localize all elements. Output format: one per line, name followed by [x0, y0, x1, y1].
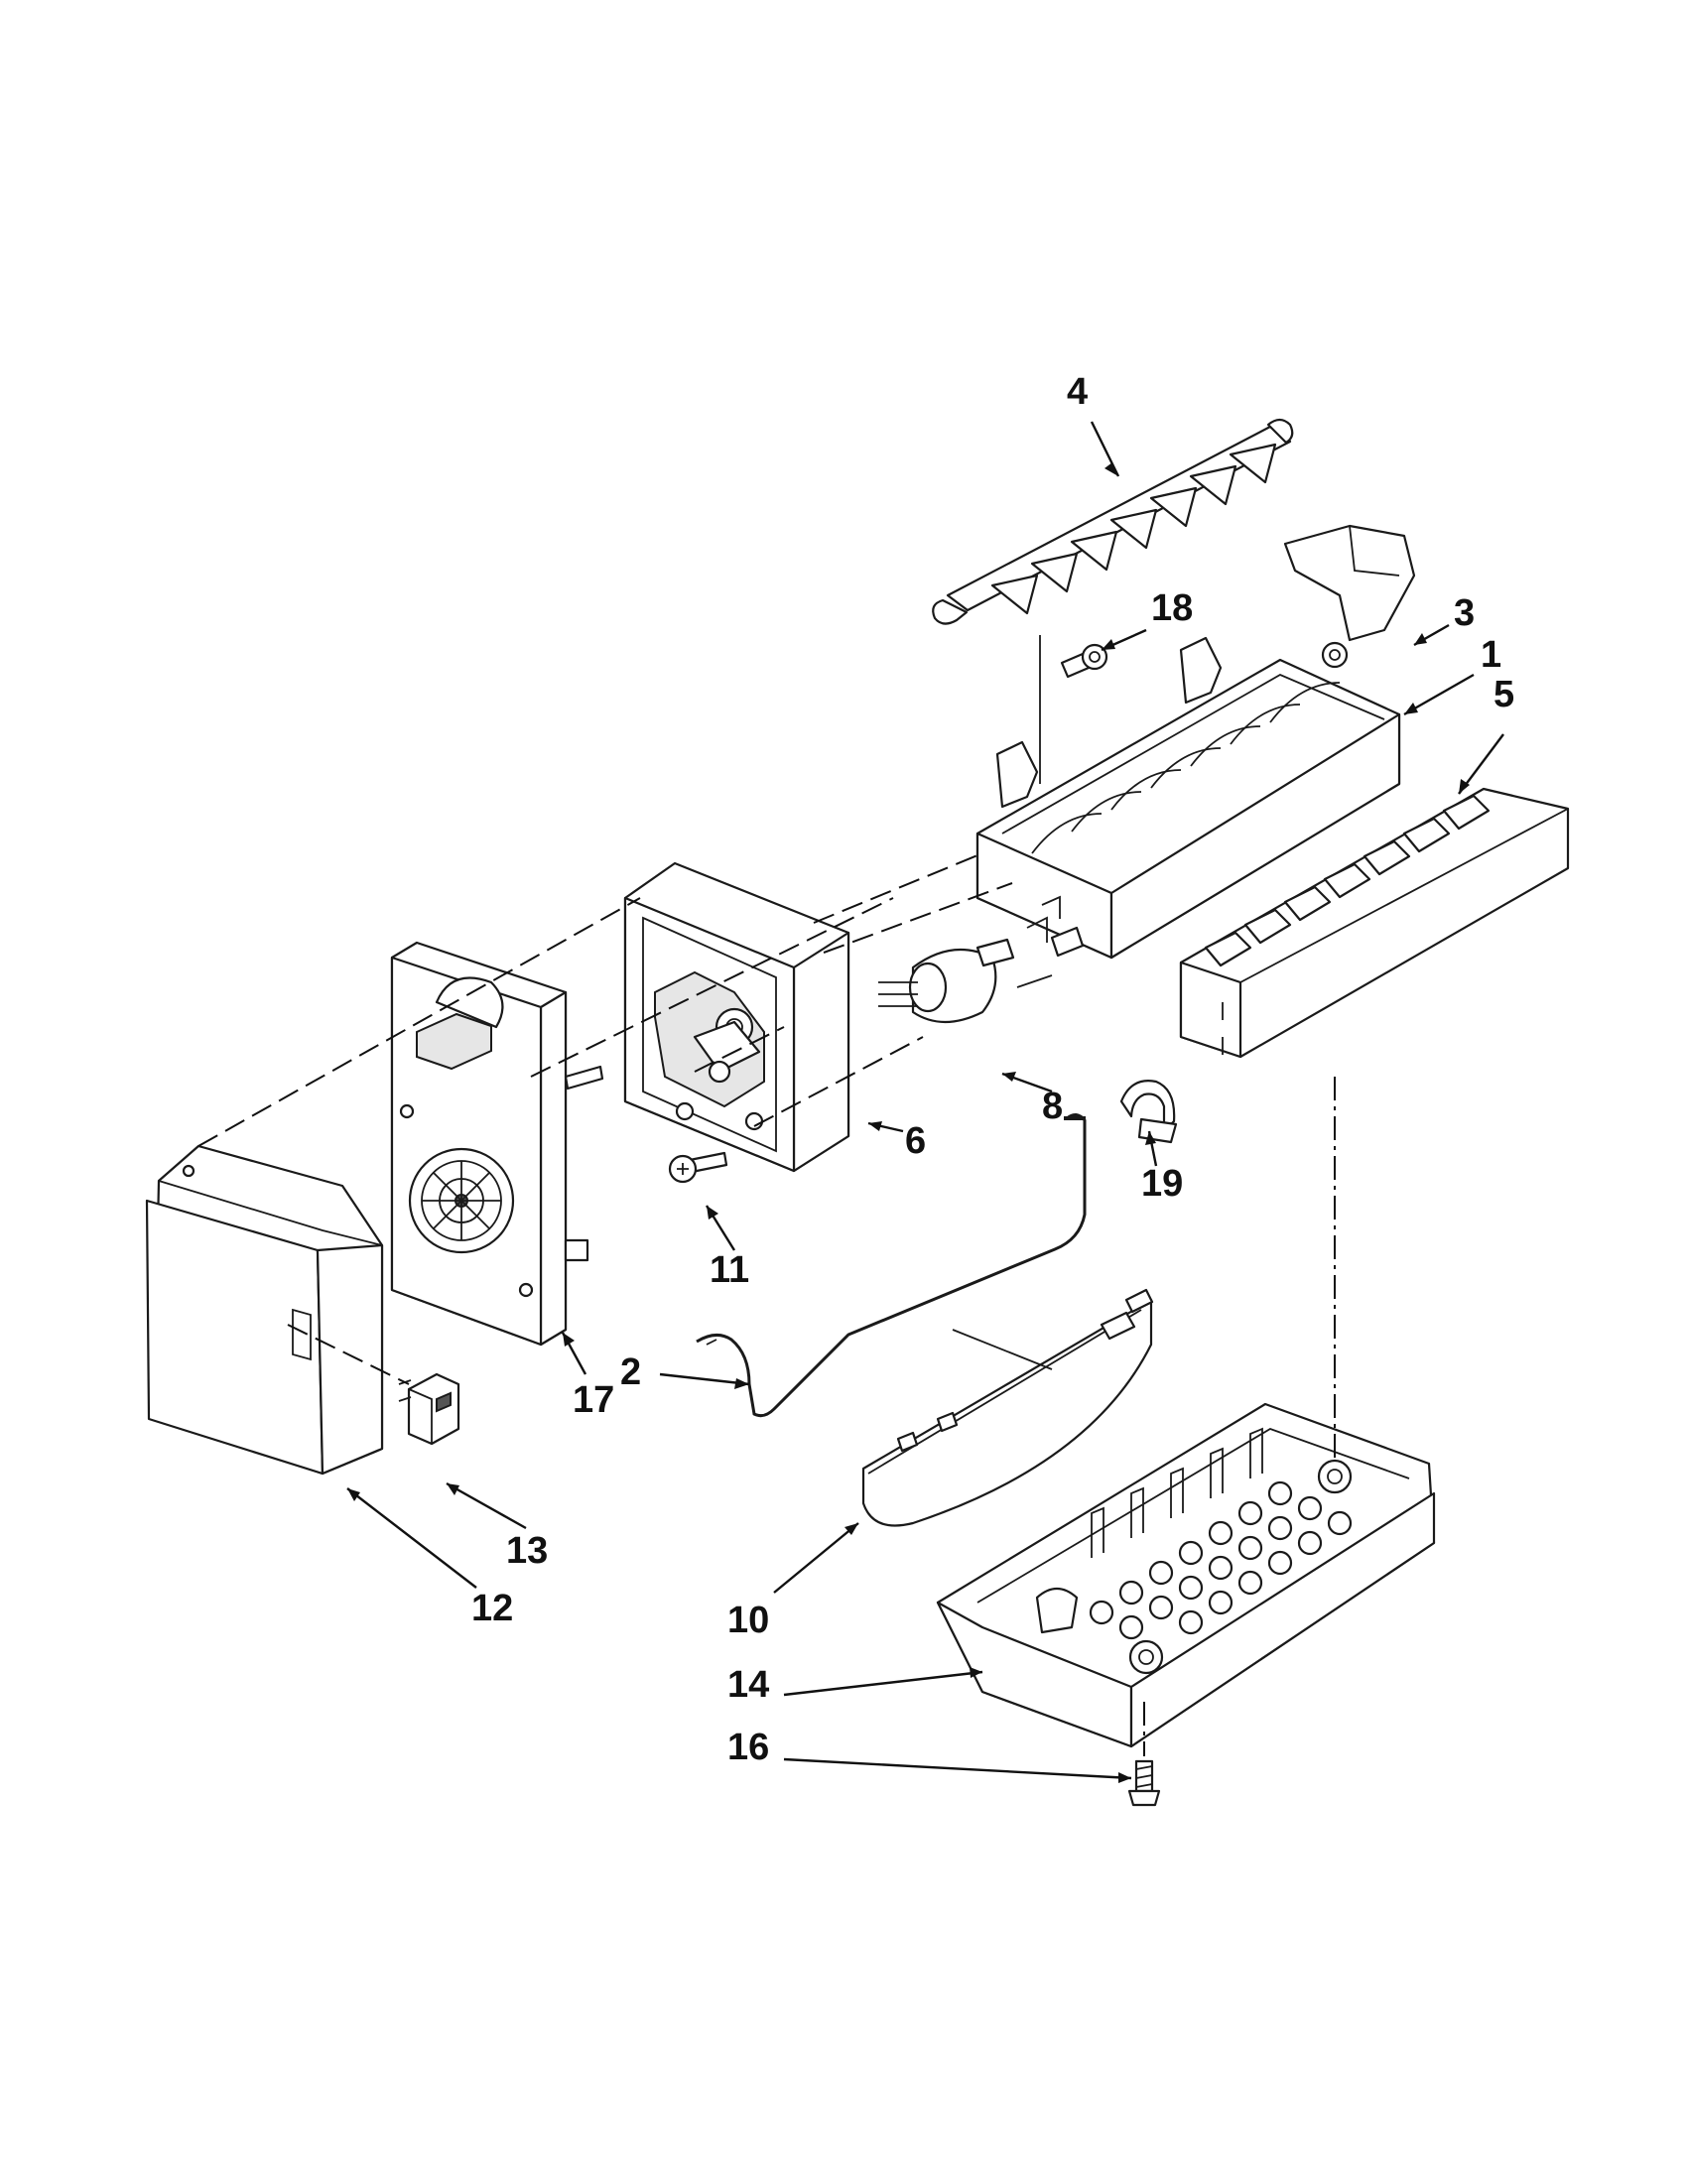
callout-8: 8	[1042, 1086, 1063, 1127]
callout-6: 6	[905, 1120, 926, 1162]
motor-module-icon	[390, 941, 604, 1347]
callout-3: 3	[1454, 592, 1475, 634]
thermostat-icon	[878, 926, 1085, 1023]
fill-cup-icon	[1283, 524, 1416, 669]
callout-16: 16	[727, 1727, 769, 1768]
screw-icon	[1039, 635, 1108, 784]
shutoff-arm-icon	[696, 1113, 1087, 1418]
callout-11: 11	[710, 1249, 749, 1291]
arrow-heads	[347, 462, 1470, 1783]
stripper-icon	[1179, 787, 1570, 1059]
callout-4: 4	[1067, 371, 1088, 413]
control-housing-icon	[623, 861, 850, 1173]
callout-13: 13	[506, 1530, 548, 1572]
callout-2: 2	[620, 1351, 641, 1393]
callout-19: 19	[1141, 1163, 1183, 1205]
cover-icon	[145, 1144, 384, 1476]
screw-icon	[668, 1151, 728, 1184]
callout-14: 14	[727, 1664, 769, 1706]
callout-10: 10	[727, 1600, 769, 1641]
callout-18: 18	[1151, 587, 1193, 629]
callout-labels: 4 18 3 1 5 8 6 19 11 2 17 13 12 10 14 16	[471, 371, 1514, 1768]
ejector-icon	[932, 418, 1294, 625]
callout-1: 1	[1481, 634, 1501, 676]
callout-17: 17	[573, 1379, 614, 1421]
base-icon	[936, 1402, 1436, 1748]
screw-icon	[1127, 1759, 1161, 1807]
callout-12: 12	[471, 1588, 513, 1629]
switch-icon	[398, 1372, 460, 1446]
bin-sensor-icon	[861, 1288, 1154, 1527]
callout-5: 5	[1493, 674, 1514, 715]
assembly-lines	[197, 852, 1336, 1756]
mold-icon	[975, 636, 1401, 960]
